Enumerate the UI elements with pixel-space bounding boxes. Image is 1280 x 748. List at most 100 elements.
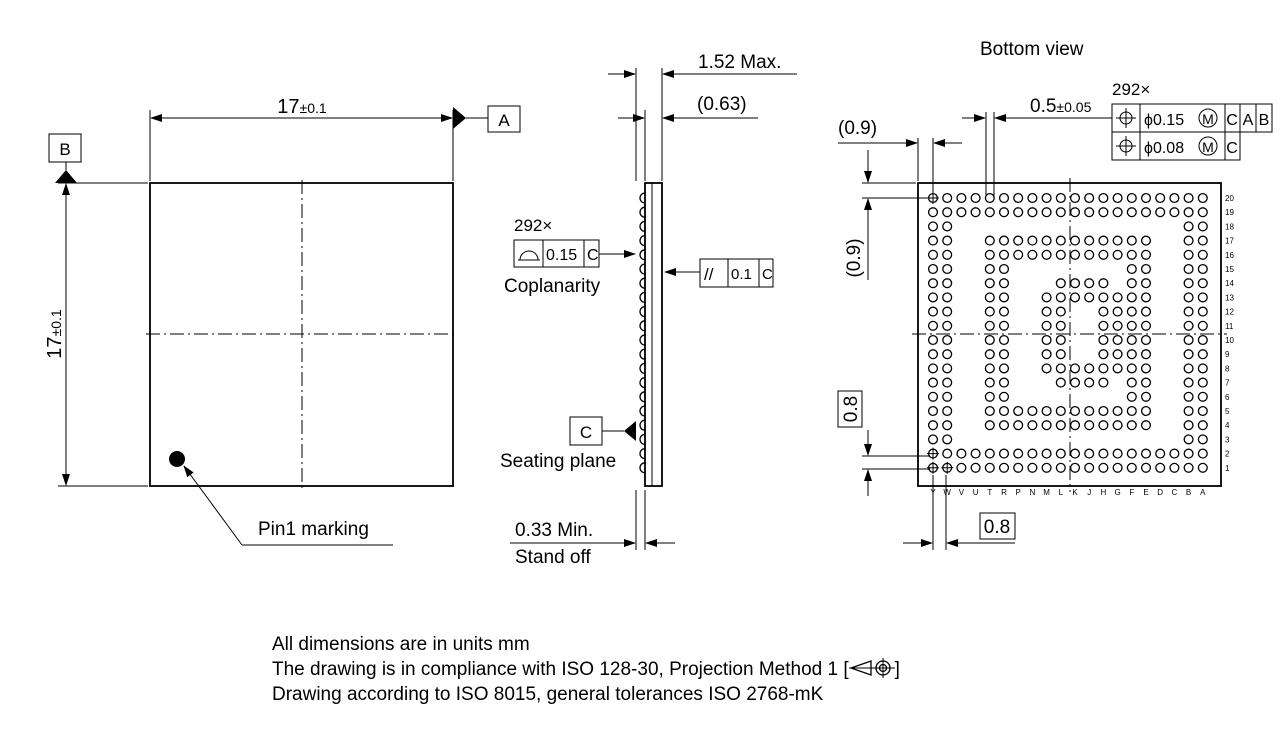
solder-ball-W8 [942,363,953,374]
solder-ball-K4 [1069,420,1081,431]
solder-ball-E13 [1140,292,1152,303]
seating-plane-label: Seating plane [500,451,616,472]
solder-ball-F4 [1126,420,1137,431]
solder-ball-F6 [1126,391,1137,402]
row-label: 18 [1225,222,1234,231]
solder-ball-R7 [998,377,1010,388]
solder-ball-M5 [1041,405,1052,417]
solder-ball-D20 [1155,192,1166,204]
solder-ball-T1 [984,462,995,473]
solder-ball-G13 [1112,292,1123,303]
solder-ball-E20 [1140,192,1152,204]
position-count: 292× [1112,80,1150,99]
row-label: 1 [1225,464,1230,473]
solder-ball-H4 [1098,420,1109,431]
pin1-label: Pin1 marking [258,519,369,540]
solder-ball-K5 [1069,405,1081,417]
solder-ball-R15 [998,263,1010,275]
position-symbol-icon [1116,108,1136,156]
solder-ball-R5 [998,405,1010,417]
side-solder-ball [639,234,646,247]
solder-ball-U2 [970,448,981,459]
max-height-label: 1.52 Max. [698,52,781,73]
column-label: A [1200,488,1206,497]
position-fcf-row2 [1111,131,1241,161]
solder-ball-T6 [984,391,995,402]
solder-ball-L7 [1055,377,1066,388]
solder-ball-L17 [1055,235,1066,246]
solder-ball-N20 [1027,192,1038,204]
pin1-leader [183,465,243,546]
solder-ball-G8 [1112,363,1123,374]
side-solder-ball [639,263,646,275]
solder-ball-N4 [1027,420,1038,431]
solder-ball-L12 [1055,306,1066,317]
solder-ball-M13 [1041,292,1052,303]
column-label: C [1172,488,1178,497]
solder-ball-F13 [1126,292,1137,303]
solder-ball-B9 [1183,349,1194,360]
side-solder-ball [639,334,646,346]
datum-a-triangle [453,107,466,129]
side-ball-column [639,192,646,474]
coplanarity-datum: C [587,247,599,264]
solder-ball-B17 [1183,235,1194,246]
solder-ball-T2 [984,448,995,459]
solder-ball-Y8 [927,363,939,374]
solder-ball-W14 [942,278,953,289]
solder-ball-B16 [1183,249,1194,260]
solder-ball-B18 [1183,221,1194,232]
column-label: M [1043,488,1050,497]
solder-ball-V20 [956,192,967,204]
solder-ball-M11 [1041,320,1052,331]
solder-ball-A9 [1197,349,1208,360]
position-datum-a: A [1243,112,1254,129]
standoff-value: 0.33 Min. [515,520,593,541]
solder-ball-F15 [1126,263,1137,275]
position-tol-1: ϕ0.15 [1144,112,1184,129]
solder-ball-Y16 [927,249,939,260]
solder-ball-A12 [1197,306,1208,317]
solder-ball-R11 [998,320,1010,331]
pitch-x-box [979,512,1016,540]
reference-ball-mark [927,461,939,474]
solder-ball-B10 [1183,334,1194,346]
solder-ball-W15 [942,263,953,275]
solder-ball-B7 [1183,377,1194,388]
column-label: G [1114,488,1120,497]
solder-ball-A16 [1197,249,1208,260]
solder-ball-G16 [1112,249,1123,260]
solder-ball-J4 [1084,420,1095,431]
solder-ball-Y4 [927,420,939,431]
position-tol-2: ϕ0.08 [1144,140,1184,157]
solder-ball-R13 [998,292,1010,303]
solder-ball-F14 [1126,278,1137,289]
solder-ball-T13 [984,292,995,303]
solder-ball-G19 [1112,207,1123,218]
solder-ball-B13 [1183,292,1194,303]
column-label: H [1101,488,1107,497]
solder-ball-V2 [956,448,967,459]
solder-ball-T10 [984,334,995,346]
solder-ball-A10 [1197,334,1208,346]
mmc-icon-2 [1198,136,1218,156]
solder-ball-T14 [984,278,995,289]
column-label: P [1016,488,1021,497]
thickness-label: (0.63) [697,94,747,115]
solder-ball-G9 [1112,349,1123,360]
solder-ball-J5 [1084,405,1095,417]
solder-ball-T5 [984,405,995,417]
solder-ball-V19 [956,207,967,218]
solder-ball-C2 [1169,448,1180,459]
solder-ball-L16 [1055,249,1066,260]
standoff-label: Stand off [515,547,591,568]
solder-ball-Y9 [927,349,939,360]
top-view: Pin1 marking 17±0.1 A 17±0.1 B [44,96,521,546]
solder-ball-F8 [1126,363,1137,374]
solder-ball-Y15 [927,263,939,275]
solder-ball-W6 [942,391,953,402]
offset-y-label: (0.9) [844,238,865,277]
solder-ball-A6 [1197,391,1208,402]
